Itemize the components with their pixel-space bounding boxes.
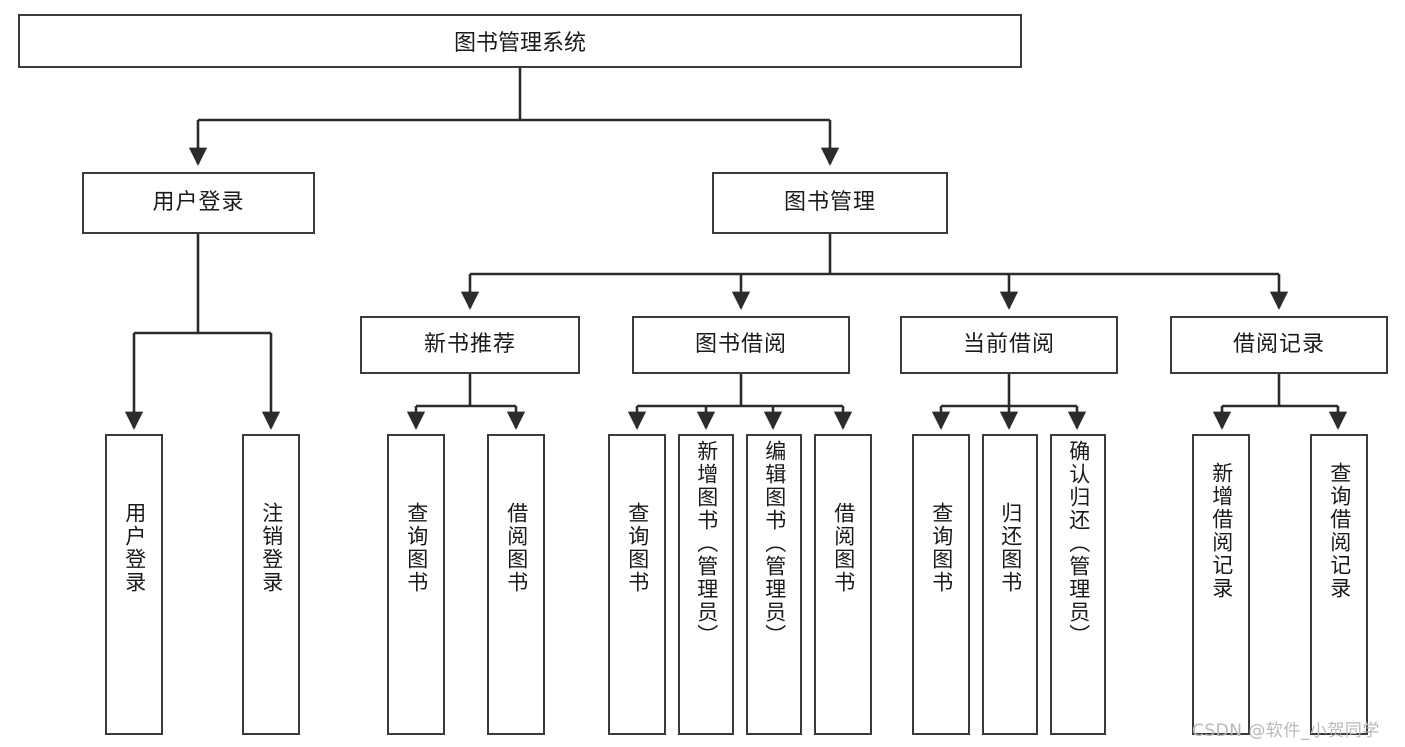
node-book-borrow[interactable]: 图书借阅 [632, 316, 850, 374]
leaf-borrow-book-1-label: 借阅图书 [504, 502, 529, 594]
node-book-manage[interactable]: 图书管理 [712, 172, 948, 234]
leaf-query-record[interactable]: 查询借阅记录 [1310, 434, 1368, 735]
leaf-return-book[interactable]: 归还图书 [982, 434, 1038, 735]
leaf-query-book-1[interactable]: 查询图书 [387, 434, 445, 735]
leaf-query-book-3[interactable]: 查询图书 [912, 434, 970, 735]
leaf-add-book[interactable]: 新增图书（管理员） [678, 434, 734, 735]
node-book-borrow-label: 图书借阅 [694, 331, 787, 357]
leaf-add-record[interactable]: 新增借阅记录 [1192, 434, 1250, 735]
node-root[interactable]: 图书管理系统 [18, 14, 1022, 68]
leaf-confirm-return-label: 确认归还（管理员） [1066, 440, 1091, 647]
leaf-query-book-1-label: 查询图书 [404, 502, 429, 594]
leaf-user-logout[interactable]: 注销登录 [242, 434, 300, 735]
leaf-add-book-label: 新增图书（管理员） [694, 440, 719, 647]
leaf-borrow-book-2[interactable]: 借阅图书 [814, 434, 872, 735]
node-current-borrow-label: 当前借阅 [962, 331, 1055, 357]
leaf-confirm-return[interactable]: 确认归还（管理员） [1050, 434, 1106, 735]
leaf-user-logout-label: 注销登录 [259, 502, 284, 594]
node-book-manage-label: 图书管理 [783, 189, 876, 215]
leaf-add-record-label: 新增借阅记录 [1209, 462, 1234, 600]
leaf-query-record-label: 查询借阅记录 [1327, 462, 1352, 600]
leaf-borrow-book-2-label: 借阅图书 [831, 502, 856, 594]
node-user-login-label: 用户登录 [152, 189, 245, 215]
leaf-borrow-book-1[interactable]: 借阅图书 [487, 434, 545, 735]
leaf-return-book-label: 归还图书 [998, 502, 1023, 594]
leaf-query-book-2[interactable]: 查询图书 [608, 434, 666, 735]
node-user-login[interactable]: 用户登录 [82, 172, 315, 234]
leaf-query-book-2-label: 查询图书 [625, 502, 650, 594]
node-new-book-rec[interactable]: 新书推荐 [360, 316, 580, 374]
node-current-borrow[interactable]: 当前借阅 [900, 316, 1118, 374]
leaf-user-login-label: 用户登录 [122, 502, 147, 594]
leaf-user-login[interactable]: 用户登录 [105, 434, 163, 735]
watermark-csdn: CSDN @软件_小贺同学 [1192, 721, 1380, 741]
leaf-edit-book-label: 编辑图书（管理员） [762, 440, 787, 647]
node-new-book-rec-label: 新书推荐 [423, 331, 516, 357]
node-root-label: 图书管理系统 [453, 31, 586, 56]
leaf-query-book-3-label: 查询图书 [929, 502, 954, 594]
leaf-edit-book[interactable]: 编辑图书（管理员） [746, 434, 802, 735]
node-borrow-record-label: 借阅记录 [1232, 331, 1325, 357]
node-borrow-record[interactable]: 借阅记录 [1170, 316, 1388, 374]
